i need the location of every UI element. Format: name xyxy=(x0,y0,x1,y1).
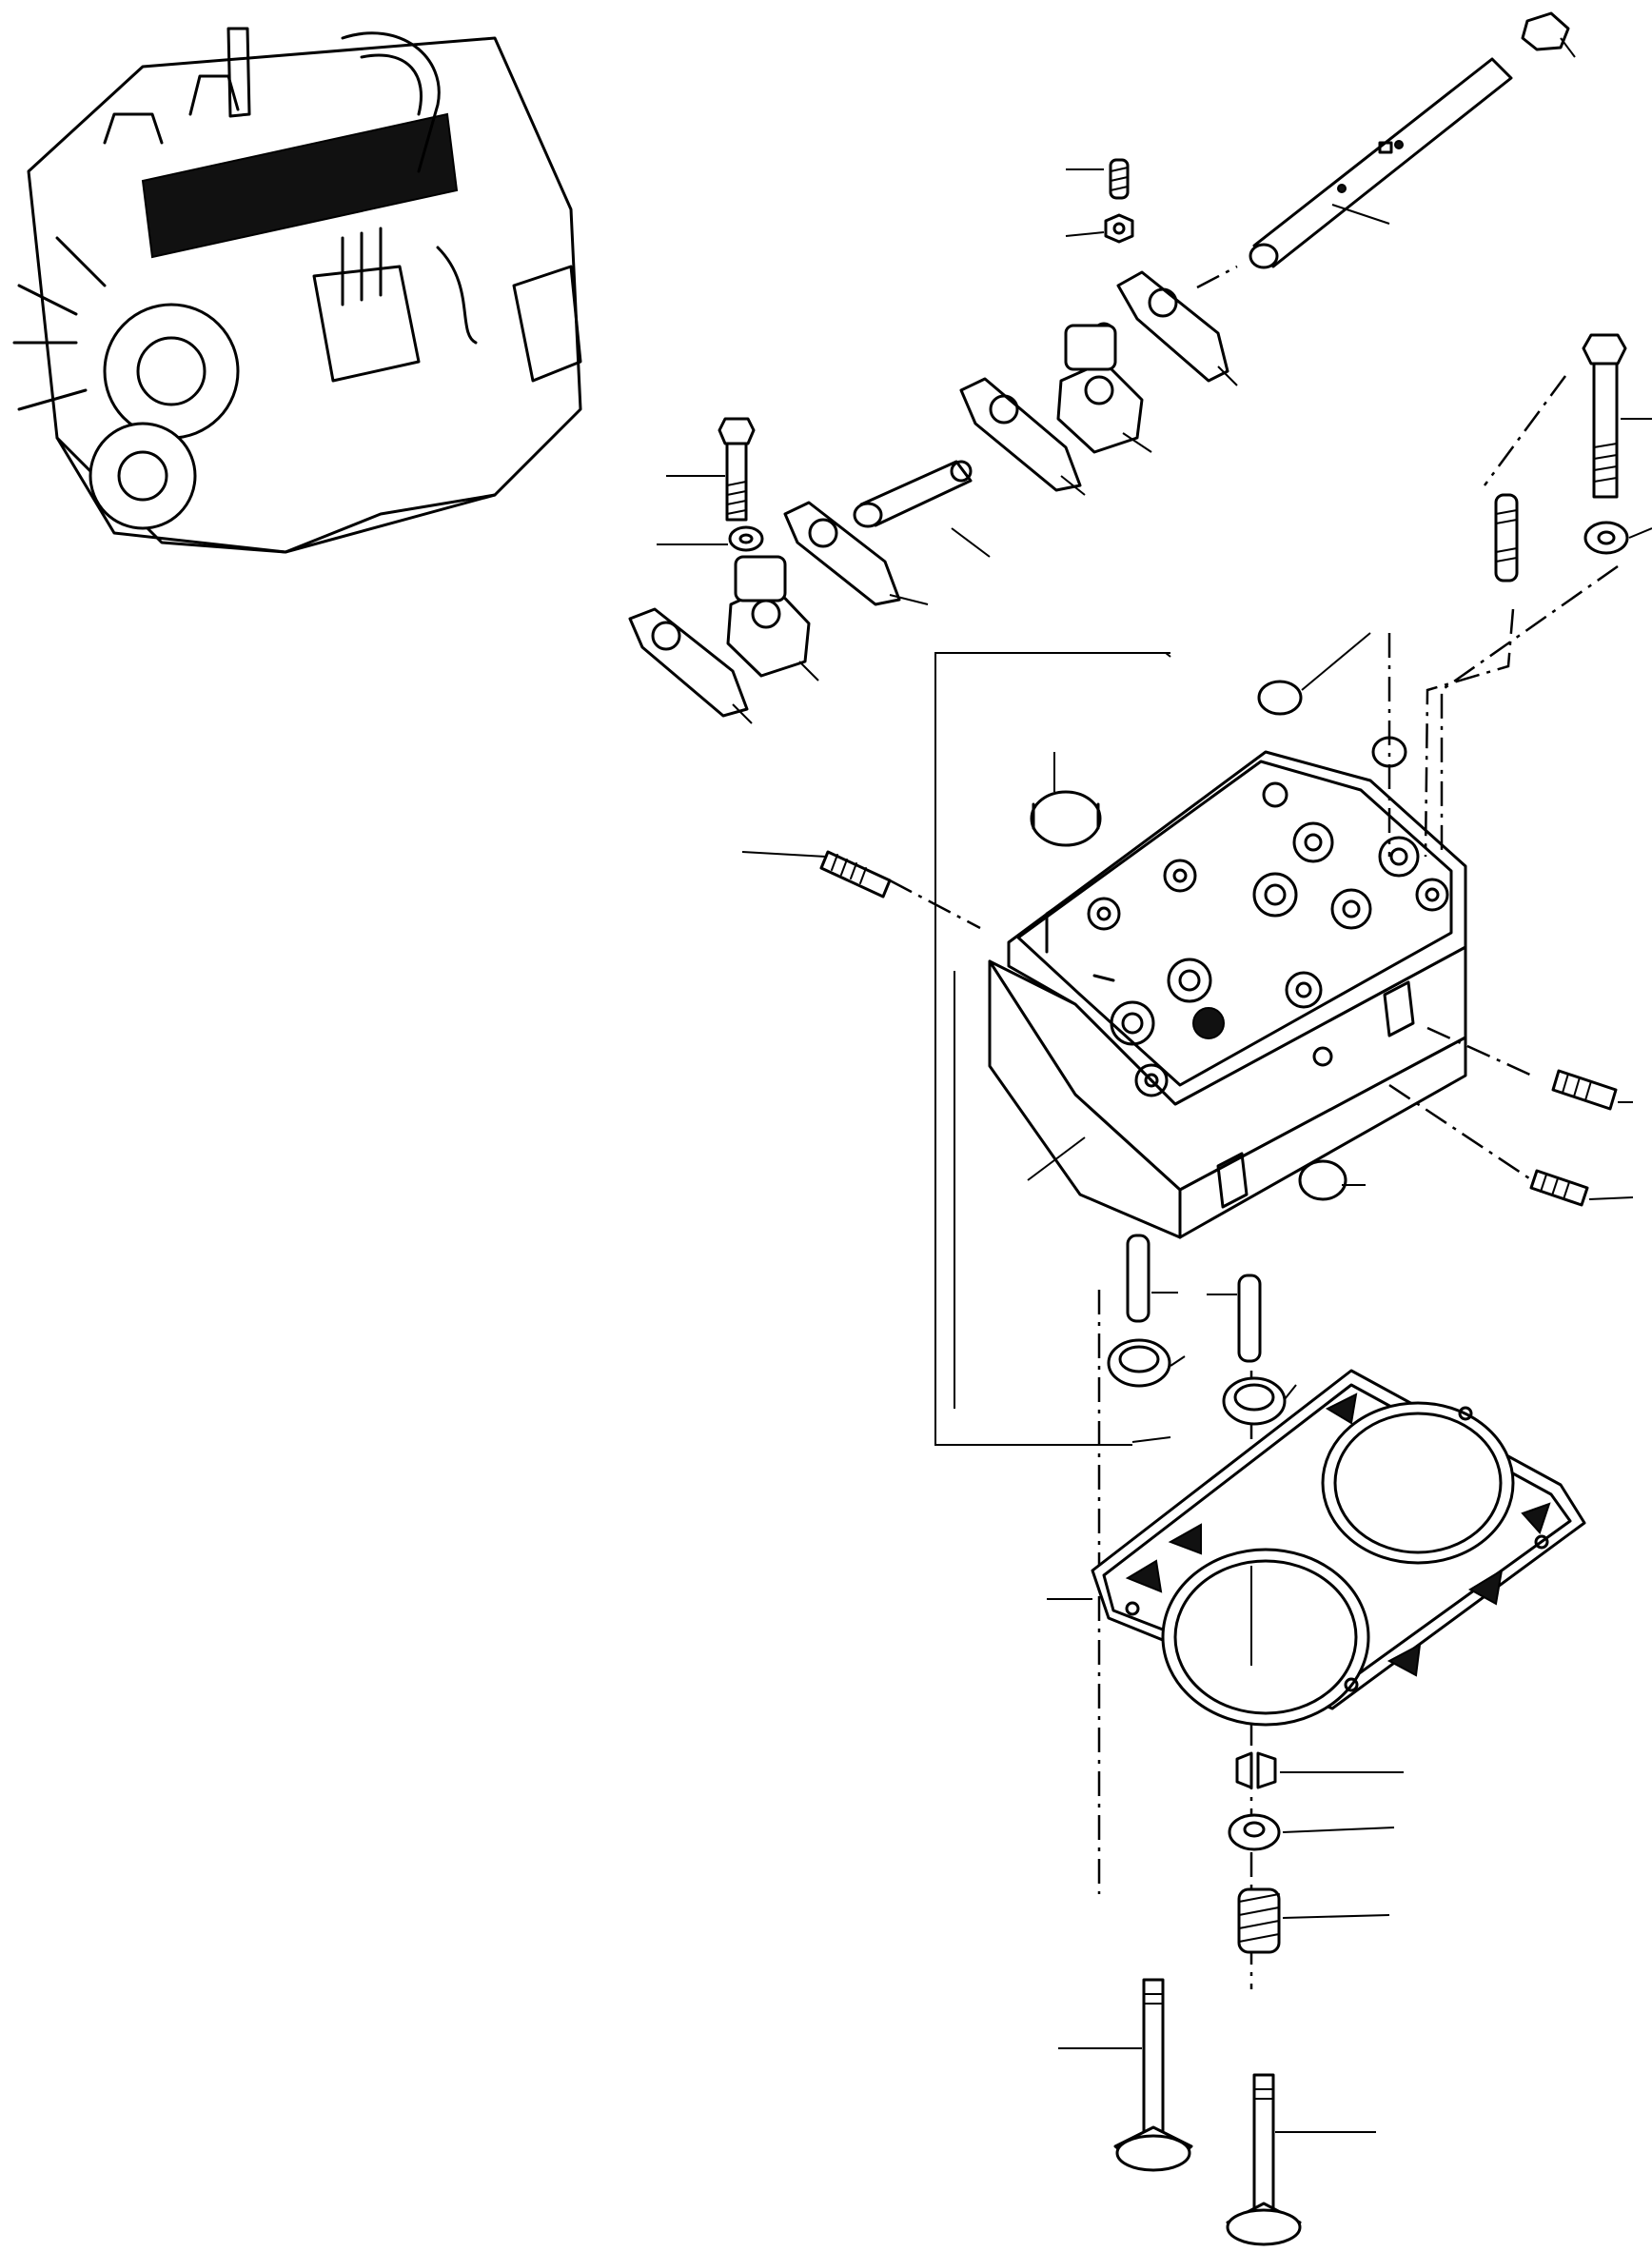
rocker-bracket-icon xyxy=(726,322,1144,678)
rocker-shaft-icon xyxy=(1249,57,1513,269)
plug-icon xyxy=(1521,11,1570,51)
valve-icon xyxy=(1113,1978,1193,2172)
stud-icon xyxy=(1494,493,1519,583)
valve-icon xyxy=(1226,2073,1302,2246)
spring-retainer-icon xyxy=(1228,1813,1281,1851)
stud-icon xyxy=(1529,1069,1618,1207)
valve-guide-icon xyxy=(1126,1234,1262,1363)
bolt-icon xyxy=(1109,158,1130,200)
plug-icon xyxy=(1030,790,1102,847)
stud-icon xyxy=(819,850,892,899)
plug-icon xyxy=(1257,680,1407,1201)
valve-spring-icon xyxy=(1237,1887,1281,1954)
bolt-icon xyxy=(718,417,756,522)
nut-icon xyxy=(1104,213,1134,244)
rocker-arm-icon xyxy=(628,270,1229,718)
valve-keeper-icon xyxy=(1235,1751,1277,1789)
engine-overview-icon xyxy=(12,27,582,554)
washer-icon xyxy=(728,525,764,552)
valve-seat-icon xyxy=(1107,1338,1287,1426)
head-gasket-icon xyxy=(1091,1369,1586,1727)
rocker-spacer-icon xyxy=(853,460,973,528)
washer-icon xyxy=(1583,521,1629,555)
bolt-icon xyxy=(1582,333,1627,499)
